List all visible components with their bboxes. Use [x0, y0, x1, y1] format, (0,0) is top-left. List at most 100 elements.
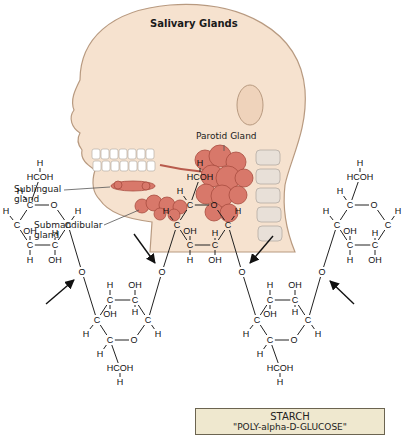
- atom-symbol: H: [292, 308, 299, 317]
- atom-symbol: HCOH: [187, 173, 214, 182]
- atom-symbol: H: [3, 207, 10, 216]
- atom-symbol: C: [372, 241, 379, 250]
- atom-symbol: O: [370, 201, 377, 210]
- bond-line: [115, 340, 129, 341]
- gland-lobe: [235, 169, 253, 187]
- bond-line: [344, 196, 347, 200]
- atom-symbol: H: [117, 378, 124, 387]
- bond-line: [170, 216, 173, 220]
- box-title: STARCH: [200, 411, 380, 422]
- atom-symbol: C: [107, 336, 114, 345]
- bond-line: [120, 373, 121, 377]
- label-box: STARCH"POLY-alpha-D-GLUCOSE": [195, 408, 385, 435]
- atom-symbol: OH: [103, 310, 117, 319]
- atom-symbol: C: [347, 201, 354, 210]
- bond-line: [244, 277, 256, 315]
- atom-symbol: C: [292, 296, 299, 305]
- gland-lobe: [142, 182, 150, 190]
- bond-line: [355, 205, 369, 206]
- bond-line: [184, 196, 187, 200]
- tooth: [129, 161, 137, 171]
- atom-symbol: O: [318, 268, 325, 277]
- atom-symbol: C: [267, 336, 274, 345]
- atom-symbol: OH: [288, 281, 302, 290]
- atom-symbol: H: [37, 159, 44, 168]
- atom-symbol: H: [52, 229, 59, 238]
- subtitle-text: "POLY-alpha-D-GLUCOSE": [200, 422, 380, 432]
- teeth: [92, 149, 155, 171]
- bond-line: [40, 168, 41, 172]
- leader-line: [104, 210, 139, 225]
- atom-symbol: O: [210, 201, 217, 210]
- submandibular-gland: [135, 195, 187, 221]
- tooth: [93, 161, 101, 171]
- bond-line: [150, 277, 161, 315]
- atom-symbol: H: [323, 207, 330, 216]
- bond-line: [260, 325, 267, 335]
- part-label: Submandibular gland: [34, 220, 110, 241]
- atom-symbol: C: [267, 296, 274, 305]
- bond-line: [30, 236, 31, 240]
- bond-line: [324, 230, 336, 267]
- bond-line: [392, 216, 395, 220]
- atom-symbol: HCOH: [107, 364, 134, 373]
- atom-symbol: C: [385, 221, 392, 230]
- bond-line: [215, 250, 216, 255]
- gland-lobe: [168, 209, 180, 221]
- bond-line: [312, 325, 315, 329]
- part-label: Parotid Gland: [194, 131, 259, 141]
- vertebra: [257, 207, 281, 222]
- atom-symbol: C: [212, 241, 219, 250]
- tooth: [102, 161, 110, 171]
- bond-line: [378, 210, 385, 220]
- atom-symbol: H: [257, 350, 264, 359]
- atom-symbol: H: [197, 159, 204, 168]
- atom-symbol: H: [235, 207, 242, 216]
- bond-line: [275, 300, 291, 301]
- neck-vertebrae: [256, 150, 282, 241]
- atom-symbol: C: [107, 296, 114, 305]
- atom-symbol: H: [357, 159, 364, 168]
- atom-symbol: C: [14, 221, 21, 230]
- atom-symbol: HCOH: [267, 364, 294, 373]
- atom-symbol: H: [97, 350, 104, 359]
- atom-symbol: H: [83, 330, 90, 339]
- bond-line: [72, 216, 75, 220]
- bond-line: [195, 205, 209, 206]
- pointer-arrow: [330, 281, 354, 304]
- bond-line: [360, 168, 361, 172]
- bond-line: [230, 230, 241, 267]
- bond-line: [250, 325, 253, 329]
- bond-line: [375, 250, 376, 255]
- bond-line: [340, 210, 347, 220]
- atom-symbol: O: [78, 268, 85, 277]
- gland-lobe: [111, 181, 155, 191]
- atom-symbol: O: [290, 336, 297, 345]
- atom-symbol: C: [52, 241, 59, 250]
- bond-line: [350, 236, 351, 240]
- atom-symbol: H: [315, 330, 322, 339]
- atom-symbol: C: [65, 221, 72, 230]
- bond-line: [70, 230, 81, 267]
- parotid-gland: [195, 145, 253, 222]
- bond-line: [275, 340, 289, 341]
- atom-symbol: C: [174, 221, 181, 230]
- bond-line: [295, 290, 296, 295]
- tooth: [92, 149, 100, 159]
- atom-symbol: OH: [23, 227, 37, 236]
- atom-symbol: OH: [343, 227, 357, 236]
- atom-symbol: OH: [208, 256, 222, 265]
- atom-symbol: H: [177, 187, 184, 196]
- bond-line: [58, 210, 65, 220]
- atom-symbol: C: [225, 221, 232, 230]
- atom-symbol: OH: [48, 256, 62, 265]
- leader-lines: [64, 145, 224, 225]
- atom-symbol: H: [107, 281, 114, 290]
- atom-symbol: C: [145, 316, 152, 325]
- tooth: [119, 149, 127, 159]
- bond-line: [350, 250, 351, 255]
- atom-symbol: H: [187, 256, 194, 265]
- vertebra: [256, 188, 280, 203]
- atom-symbol: H: [372, 229, 379, 238]
- atom-symbol: H: [395, 207, 402, 216]
